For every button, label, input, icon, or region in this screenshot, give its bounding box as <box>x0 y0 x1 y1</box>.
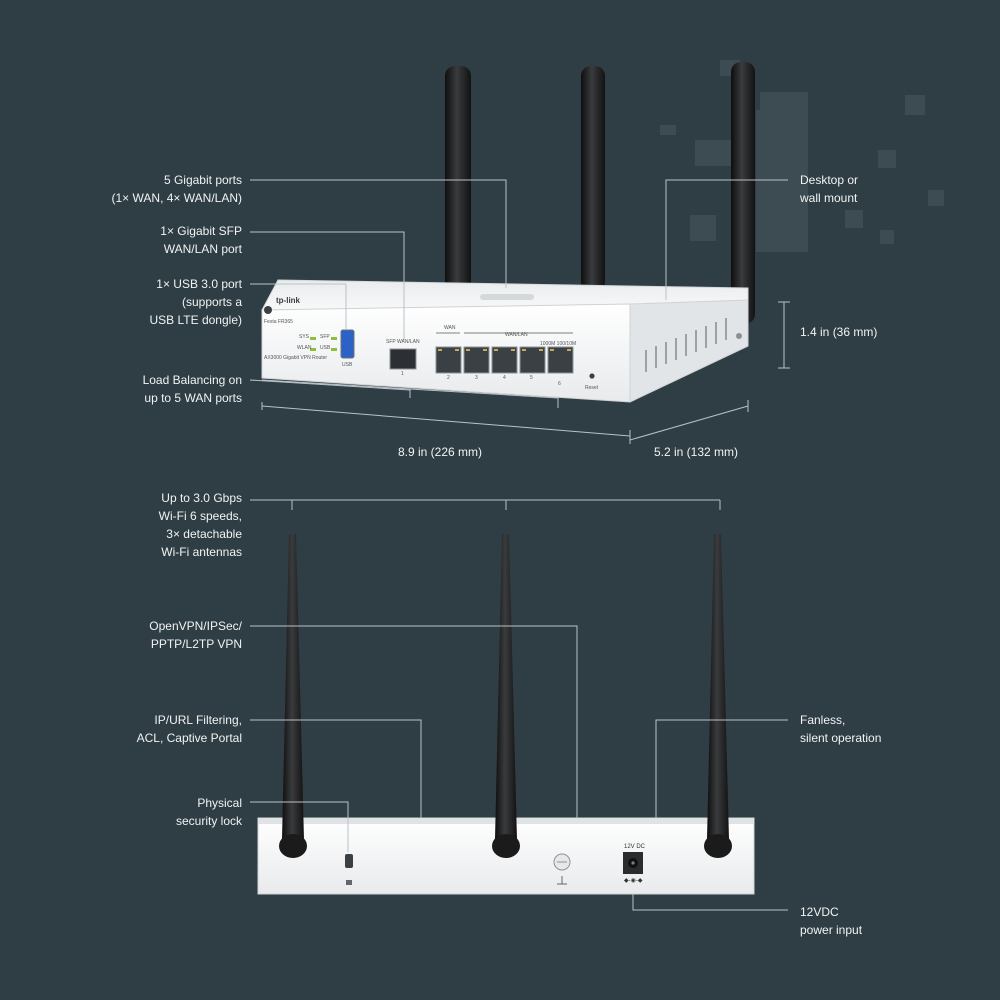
antenna-rear-right <box>704 534 732 858</box>
antenna-top-right <box>731 62 755 324</box>
wan-label: WAN <box>444 325 456 331</box>
sfp-port <box>389 348 417 370</box>
callout-fanless: Fanless, silent operation <box>800 713 882 745</box>
led-usb-label: USB <box>320 345 331 351</box>
device-model: Festa FR365 <box>264 319 293 325</box>
router-top-view <box>261 279 749 403</box>
callout-usb-port: 1× USB 3.0 port (supports a USB LTE dong… <box>149 277 243 327</box>
port-number: 6 <box>558 381 561 387</box>
callout-mount: Desktop or wall mount <box>800 173 859 205</box>
reset-button <box>589 373 595 379</box>
callout-load-balancing: Load Balancing on up to 5 WAN ports <box>142 373 242 405</box>
rj45-ports <box>435 346 574 374</box>
callout-security-lock: Physical security lock <box>175 796 242 828</box>
antenna-rear-middle <box>492 534 520 858</box>
callout-sfp-port: 1× Gigabit SFP WAN/LAN port <box>160 224 242 256</box>
callout-height: 1.4 in (36 mm) <box>800 325 878 339</box>
antenna-top-left <box>445 66 471 292</box>
sfp-port-number: 1 <box>401 371 404 377</box>
callout-filtering: IP/URL Filtering, ACL, Captive Portal <box>136 713 242 745</box>
callout-vpn: OpenVPN/IPSec/ PPTP/L2TP VPN <box>149 619 242 651</box>
device-subtitle: AX3000 Gigabit VPN Router <box>264 355 328 361</box>
callout-width: 8.9 in (226 mm) <box>397 445 483 459</box>
port-number: 3 <box>475 375 478 381</box>
leader-lines <box>249 179 790 911</box>
decorative-pixel-pattern <box>660 60 944 252</box>
callout-gigabit-ports: 5 Gigabit ports (1× WAN, 4× WAN/LAN) <box>111 173 242 205</box>
security-lock-slot <box>345 854 353 868</box>
port-number: 2 <box>447 375 450 381</box>
callout-wifi: Up to 3.0 Gbps Wi-Fi 6 speeds, 3× detach… <box>158 491 242 559</box>
status-leds <box>310 337 337 351</box>
brand-logo-text: tp-link <box>276 296 300 305</box>
callout-power-input: 12VDC power input <box>800 905 863 937</box>
antenna-rear-left <box>279 534 307 858</box>
led-wlan-label: WLAN <box>297 345 312 351</box>
port-number: 4 <box>503 375 506 381</box>
power-port-label: 12V DC <box>624 844 646 850</box>
wan-lan-label: WAN/LAN <box>505 332 528 338</box>
led-sfp-label: SFP <box>320 334 330 340</box>
speed-label: 1000M 100/10M <box>540 341 577 347</box>
polarity-symbol: ◆-◉-◆ <box>624 878 643 884</box>
usb-port-label: USB <box>342 362 353 368</box>
callout-depth: 5.2 in (132 mm) <box>653 445 739 459</box>
usb-port <box>340 329 355 359</box>
sfp-port-label: SFP WAN/LAN <box>386 339 420 345</box>
port-number: 5 <box>530 375 533 381</box>
antenna-top-middle <box>581 66 605 292</box>
led-sys-label: SYS <box>299 334 310 340</box>
reset-label: Reset <box>585 385 599 391</box>
